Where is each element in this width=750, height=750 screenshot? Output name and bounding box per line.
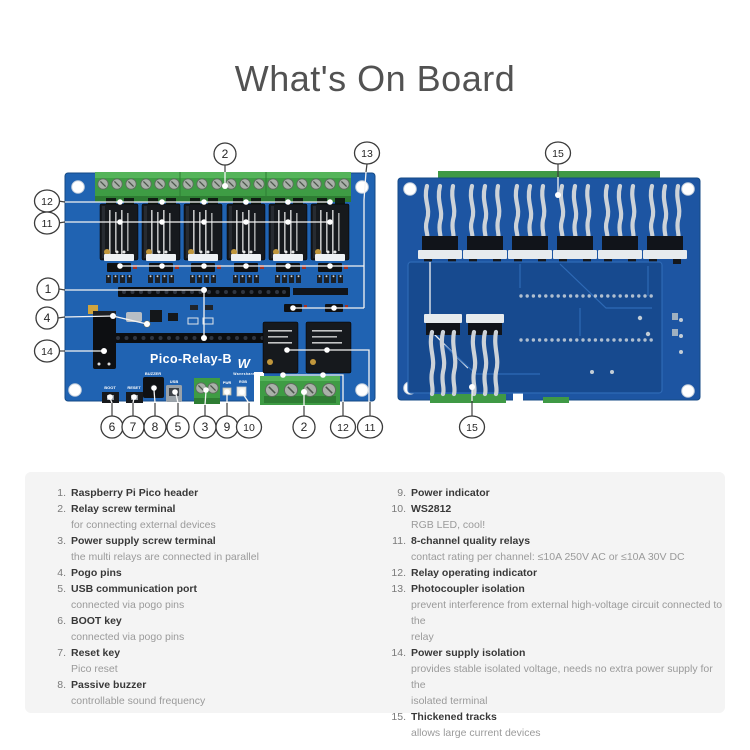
passive-buzzer: BUZZER — [143, 371, 164, 398]
callout-3: 3 — [193, 415, 217, 439]
callout-11: 11 — [33, 211, 61, 235]
callout-11b: 11 — [356, 415, 384, 439]
svg-text:11: 11 — [365, 422, 376, 434]
board-figure: Pico-Relay-B W Waveshare — [33, 141, 701, 439]
callout-15: 15 — [544, 141, 572, 165]
callout-4: 4 — [35, 306, 59, 330]
svg-text:RESET: RESET — [127, 385, 141, 390]
callout-lines — [57, 163, 561, 416]
svg-text:4: 4 — [44, 311, 51, 325]
svg-text:8: 8 — [152, 420, 159, 434]
svg-text:2: 2 — [301, 420, 308, 434]
callout-8: 8 — [143, 415, 167, 439]
svg-text:15: 15 — [466, 422, 478, 434]
svg-text:2: 2 — [222, 147, 229, 161]
board-name-silkscreen: Pico-Relay-B — [150, 352, 232, 366]
svg-text:12: 12 — [41, 196, 53, 208]
board-notch — [254, 372, 264, 403]
callout-5: 5 — [166, 415, 190, 439]
legend-item-1: 1.Raspberry Pi Pico header — [57, 487, 199, 499]
inner-copper-plane — [407, 261, 663, 394]
svg-text:6: 6 — [109, 420, 116, 434]
board-back — [397, 171, 701, 403]
svg-text:13: 13 — [361, 148, 373, 160]
relay-screw-terminal — [95, 172, 351, 202]
svg-text:RGB: RGB — [239, 380, 247, 384]
svg-text:BOOT: BOOT — [104, 385, 116, 390]
waveshare-logo: W Waveshare — [233, 356, 254, 376]
svg-text:12: 12 — [337, 422, 349, 434]
callout-12b: 12 — [329, 415, 357, 439]
legend-column-left: 1.Raspberry Pi Pico header 2.Relay screw… — [37, 485, 377, 713]
callout-12: 12 — [33, 189, 61, 213]
power-isolation-module — [93, 311, 116, 369]
callout-9: 9 — [215, 415, 239, 439]
legend-item-4: 4.Pogo pins — [57, 567, 122, 579]
svg-text:9: 9 — [224, 420, 231, 434]
svg-text:7: 7 — [130, 420, 137, 434]
svg-text:W: W — [238, 356, 252, 371]
callout-badges: 2 13 12 11 1 4 14 6 7 8 5 3 9 10 2 12 11… — [33, 141, 572, 439]
power-screw-terminal — [260, 376, 340, 405]
svg-text:PWR: PWR — [223, 381, 232, 385]
svg-text:15: 15 — [552, 148, 564, 160]
relay-pair — [262, 321, 352, 374]
reset-key: RESET — [126, 385, 143, 403]
callout-2: 2 — [213, 142, 237, 166]
callout-13: 13 — [353, 141, 381, 165]
svg-text:11: 11 — [42, 218, 53, 230]
pico-header-bottom — [112, 333, 284, 343]
page-title: What's On Board — [234, 58, 516, 99]
svg-text:14: 14 — [41, 346, 53, 358]
board-front: Pico-Relay-B W Waveshare — [64, 172, 376, 405]
legend-item-9: 9.Power indicator — [397, 487, 490, 499]
callout-2b: 2 — [292, 415, 316, 439]
svg-text:USB: USB — [170, 379, 179, 384]
svg-text:5: 5 — [175, 420, 182, 434]
legend-panel: 1.Raspberry Pi Pico header 2.Relay screw… — [25, 472, 725, 739]
callout-6: 6 — [100, 415, 124, 439]
svg-text:BUZZER: BUZZER — [145, 371, 161, 376]
callout-15b: 15 — [458, 415, 486, 439]
callout-1: 1 — [36, 277, 60, 301]
callout-7: 7 — [121, 415, 145, 439]
legend-item-12: 12.Relay operating indicator — [391, 567, 538, 579]
svg-text:3: 3 — [202, 420, 209, 434]
svg-text:1: 1 — [45, 282, 52, 296]
svg-text:Waveshare: Waveshare — [233, 372, 254, 376]
callout-14: 14 — [33, 339, 61, 363]
svg-text:10: 10 — [243, 422, 255, 434]
callout-10: 10 — [235, 415, 263, 439]
